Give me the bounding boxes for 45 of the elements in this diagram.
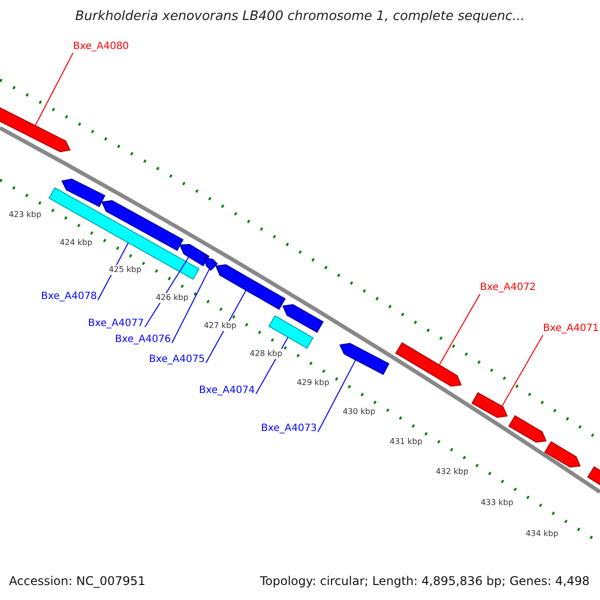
gene-feature xyxy=(215,264,286,310)
gene-label: Bxe_A4075 xyxy=(149,354,205,366)
gene-feature xyxy=(544,441,581,468)
tick-label: 429 kbp xyxy=(296,378,330,388)
gene-feature xyxy=(471,392,508,418)
leader-line xyxy=(171,268,210,344)
gene-feature xyxy=(339,342,390,375)
tick-label: 433 kbp xyxy=(480,498,514,508)
leader-line xyxy=(501,334,544,407)
gene-feature xyxy=(101,200,184,251)
tick-label: 423 kbp xyxy=(8,210,42,220)
tick-label: 427 kbp xyxy=(202,321,238,331)
tick-label: 432 kbp xyxy=(434,467,470,477)
gene-feature xyxy=(508,415,547,443)
tick-label: 425 kbp xyxy=(108,265,142,275)
tick-label: 428 kbp xyxy=(248,349,284,359)
gene-feature xyxy=(61,178,106,208)
gene-label: Bxe_A4080 xyxy=(73,41,129,53)
gene-label: Bxe_A4072 xyxy=(480,282,536,294)
gene-bar xyxy=(48,187,200,280)
gene-feature xyxy=(587,466,600,486)
gene-label: Bxe_A4073 xyxy=(261,423,317,435)
tick-label: 424 kbp xyxy=(58,238,94,248)
accession-note: Accession: NC_007951 xyxy=(9,574,146,588)
leader-line xyxy=(144,256,190,328)
gene-feature xyxy=(204,257,218,271)
tick-label: 430 kbp xyxy=(342,407,376,417)
tick-label: 434 kbp xyxy=(524,529,560,539)
leader-line xyxy=(317,359,356,432)
gene-feature xyxy=(395,342,462,387)
leader-line xyxy=(438,294,480,366)
gene-feature xyxy=(282,304,324,333)
gene-label: Bxe_A4076 xyxy=(115,334,171,346)
leader-line xyxy=(34,52,74,126)
gene-label: Bxe_A4074 xyxy=(199,385,255,397)
gene-label: Bxe_A4078 xyxy=(41,291,97,303)
tick-label: 431 kbp xyxy=(388,437,424,447)
gene-label: Bxe_A4071 xyxy=(543,323,599,335)
gene-label: Bxe_A4077 xyxy=(88,318,144,330)
gene-feature xyxy=(0,106,71,152)
tick-label: 426 kbp xyxy=(154,293,190,303)
gene-feature xyxy=(179,244,210,266)
genome-stats-note: Topology: circular; Length: 4,895,836 bp; Genes: 4,498 xyxy=(260,574,590,588)
gene-bar xyxy=(268,315,314,349)
map-title: Burkholderia xenovorans LB400 chromosome 1, complete sequenc... xyxy=(74,9,526,24)
